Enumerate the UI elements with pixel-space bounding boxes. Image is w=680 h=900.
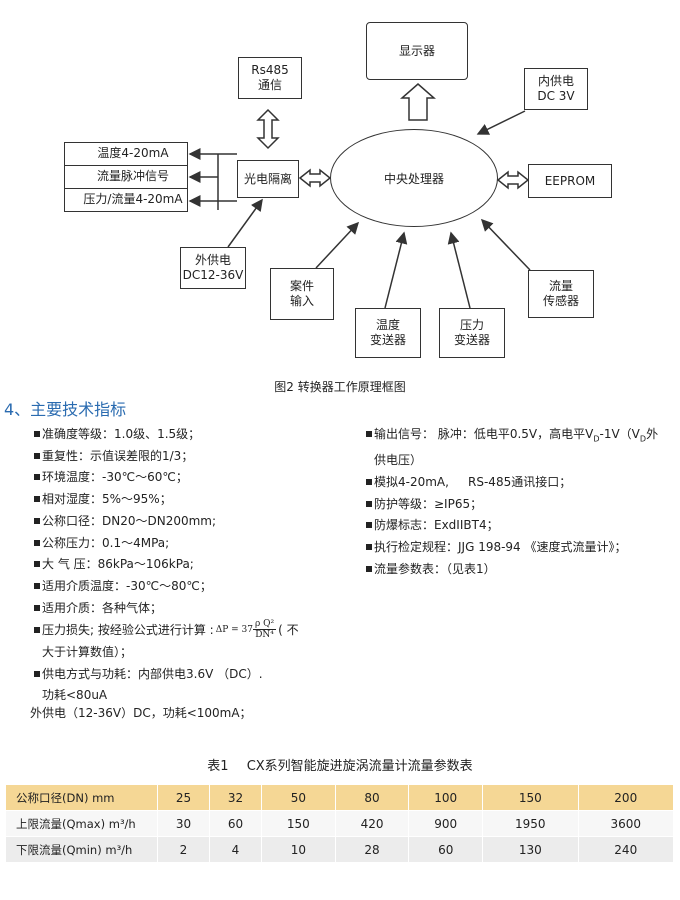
specs-right-column: 输出信号： 脉冲：低电平0.5V，高电平VD-1V（VD外 供电压） 模拟4-2… (366, 424, 678, 580)
table-cell: 10 (261, 836, 336, 863)
pressure-transmitter-box: 压力 变送器 (439, 308, 505, 358)
table-cell: 32 (209, 785, 262, 811)
table-cell: 25 (157, 785, 210, 811)
display-arrow (400, 83, 436, 121)
table-cell: 2 (157, 836, 210, 863)
bullet (366, 478, 372, 485)
table-cell: 28 (335, 836, 410, 863)
spec-item: 相对湿度：5%～95%； (34, 489, 354, 511)
table-cell: 60 (209, 810, 262, 837)
key-input-box: 案件 输入 (270, 268, 334, 320)
table-title: 表1 CX系列智能旋进旋涡流量计流量参数表 (207, 759, 473, 774)
bullet (34, 670, 40, 677)
cpu-eeprom-double-arrow (496, 170, 530, 190)
table-cell: 80 (335, 785, 410, 811)
opto-cpu-double-arrow (298, 168, 332, 188)
spec-item: 环境温度：-30℃～60℃； (34, 467, 354, 489)
table-cell: 1950 (482, 810, 579, 837)
row-label: 下限流量(Qmin) m³/h (6, 836, 158, 863)
table-cell: 4 (209, 836, 262, 863)
bullet (34, 627, 40, 634)
figure-caption: 图2 转换器工作原理框图 (274, 380, 406, 394)
rs485-box: Rs485 通信 (238, 57, 302, 99)
temp-arrow (384, 231, 408, 309)
pressure-arrow (447, 231, 471, 309)
table-row: 下限流量(Qmin) m³/h 2 4 10 28 60 130 240 (6, 836, 674, 863)
output-signal-stack: 温度4-20mA 流量脉冲信号 压力/流量4-20mA (64, 142, 188, 212)
table-cell: 150 (261, 810, 336, 837)
spec-item: 防爆标志：ExdIIBT4； (366, 515, 678, 537)
optocoupler-box: 光电隔离 (237, 160, 299, 198)
cpu-ellipse: 中央处理器 (330, 129, 498, 227)
bullet (366, 565, 372, 572)
flow-sensor-box: 流量 传感器 (528, 270, 594, 318)
spec-item-continued: 大于计算数值）； (42, 645, 133, 660)
spec-item: 大 气 压：86kPa～106kPa; (34, 554, 354, 576)
spec-item-output-signal: 输出信号： 脉冲：低电平0.5V，高电平VD-1V（VD外 (366, 424, 678, 450)
external-power-box: 外供电 DC12-36V (180, 247, 246, 289)
specs-left-column: 准确度等级：1.0级、1.5级； 重复性：示值误差限的1/3； 环境温度：-30… (34, 424, 354, 707)
bullet (34, 517, 40, 524)
internal-power-arrow (476, 110, 526, 135)
spec-item: 公称口径：DN20～DN200mm; (34, 511, 354, 533)
external-power-arrow (227, 198, 263, 248)
table-cell: 150 (482, 785, 579, 811)
spec-item: 执行检定规程：JJG 198-94 《速度式流量计》； (366, 537, 678, 559)
row-label: 上限流量(Qmax) m³/h (6, 810, 158, 837)
cpu-label: 中央处理器 (383, 171, 444, 186)
flow-parameter-table: 公称口径(DN) mm 25 32 50 80 100 150 200 上限流量… (6, 785, 674, 863)
temp-transmitter-box: 温度 变送器 (355, 308, 421, 358)
table-cell: 900 (408, 810, 484, 837)
rs485-double-arrow (256, 108, 280, 150)
key-input-arrow (315, 221, 360, 269)
bullet (34, 561, 40, 568)
bullet (34, 582, 40, 589)
bullet (366, 543, 372, 550)
table-cell: 100 (408, 785, 484, 811)
block-diagram: 显示器 Rs485 通信 内供电 DC 3V 温度4-20mA 流量脉冲信号 压… (0, 0, 680, 372)
bullet (366, 431, 372, 437)
table-cell: 30 (157, 810, 210, 837)
row-label: 公称口径(DN) mm (6, 785, 158, 811)
spec-item: 准确度等级：1.0级、1.5级； (34, 424, 354, 446)
table-cell: 420 (335, 810, 410, 837)
table-cell: 130 (482, 836, 579, 863)
display-box: 显示器 (366, 22, 468, 80)
table-row: 公称口径(DN) mm 25 32 50 80 100 150 200 (6, 785, 674, 811)
external-power-spec: 外供电（12-36V）DC，功耗<100mA； (30, 706, 252, 720)
spec-item: 重复性：示值误差限的1/3； (34, 446, 354, 468)
bullet (34, 474, 40, 481)
bullet (34, 431, 40, 437)
spec-item: 适用介质：各种气体； (34, 598, 354, 620)
bullet (366, 500, 372, 507)
output-flow-pulse: 流量脉冲信号 (65, 165, 187, 187)
section-title: 4、主要技术指标 (4, 400, 127, 419)
spec-item: 流量参数表：（见表1） (366, 559, 678, 581)
eeprom-box: EEPROM (528, 164, 612, 198)
table-cell: 240 (578, 836, 674, 863)
table-cell: 50 (261, 785, 336, 811)
bullet (34, 452, 40, 459)
spec-item: 模拟4-20mA, RS-485通讯接口； (366, 472, 678, 494)
bullet (34, 604, 40, 611)
spec-item: 适用介质温度：-30℃～80℃； (34, 576, 354, 598)
bullet (34, 496, 40, 503)
bullet (366, 522, 372, 529)
output-pressure-flow-4-20ma: 压力/流量4-20mA (65, 188, 187, 210)
table-row: 上限流量(Qmax) m³/h 30 60 150 420 900 1950 3… (6, 810, 674, 837)
output-temp-4-20ma: 温度4-20mA (97, 146, 169, 160)
spec-item-power: 供电方式与功耗：内部供电3.6V （DC）. (34, 664, 354, 686)
bullet (34, 539, 40, 546)
table-cell: 60 (408, 836, 484, 863)
spec-item: 公称压力：0.1～4MPa; (34, 533, 354, 555)
table-cell: 200 (578, 785, 674, 811)
spec-item: 防护等级：≥IP65； (366, 494, 678, 516)
flow-sensor-arrow (480, 218, 531, 271)
internal-power-box: 内供电 DC 3V (524, 68, 588, 110)
spec-item-continued: 功耗<80uA (42, 688, 108, 703)
table-cell: 3600 (578, 810, 674, 837)
spec-item-continued: 供电压） (374, 453, 423, 468)
